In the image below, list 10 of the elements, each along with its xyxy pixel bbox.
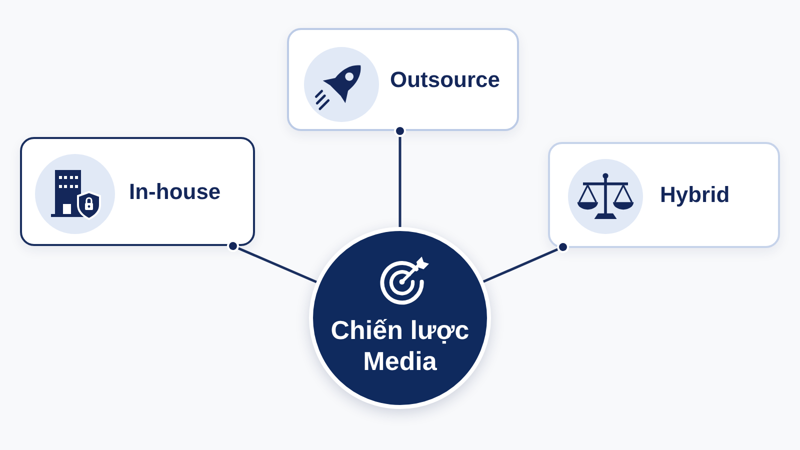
- node-label: Outsource: [390, 66, 500, 92]
- node-label: In-house: [129, 178, 221, 204]
- option-card: [548, 142, 780, 248]
- option-card: [20, 137, 255, 246]
- connector-line: [394, 125, 406, 227]
- center-label: Chiến lược Media: [330, 315, 470, 377]
- connector-line: [227, 240, 317, 284]
- node-label: Hybrid: [660, 182, 730, 208]
- connector-line: [482, 241, 569, 283]
- option-card: [287, 28, 519, 131]
